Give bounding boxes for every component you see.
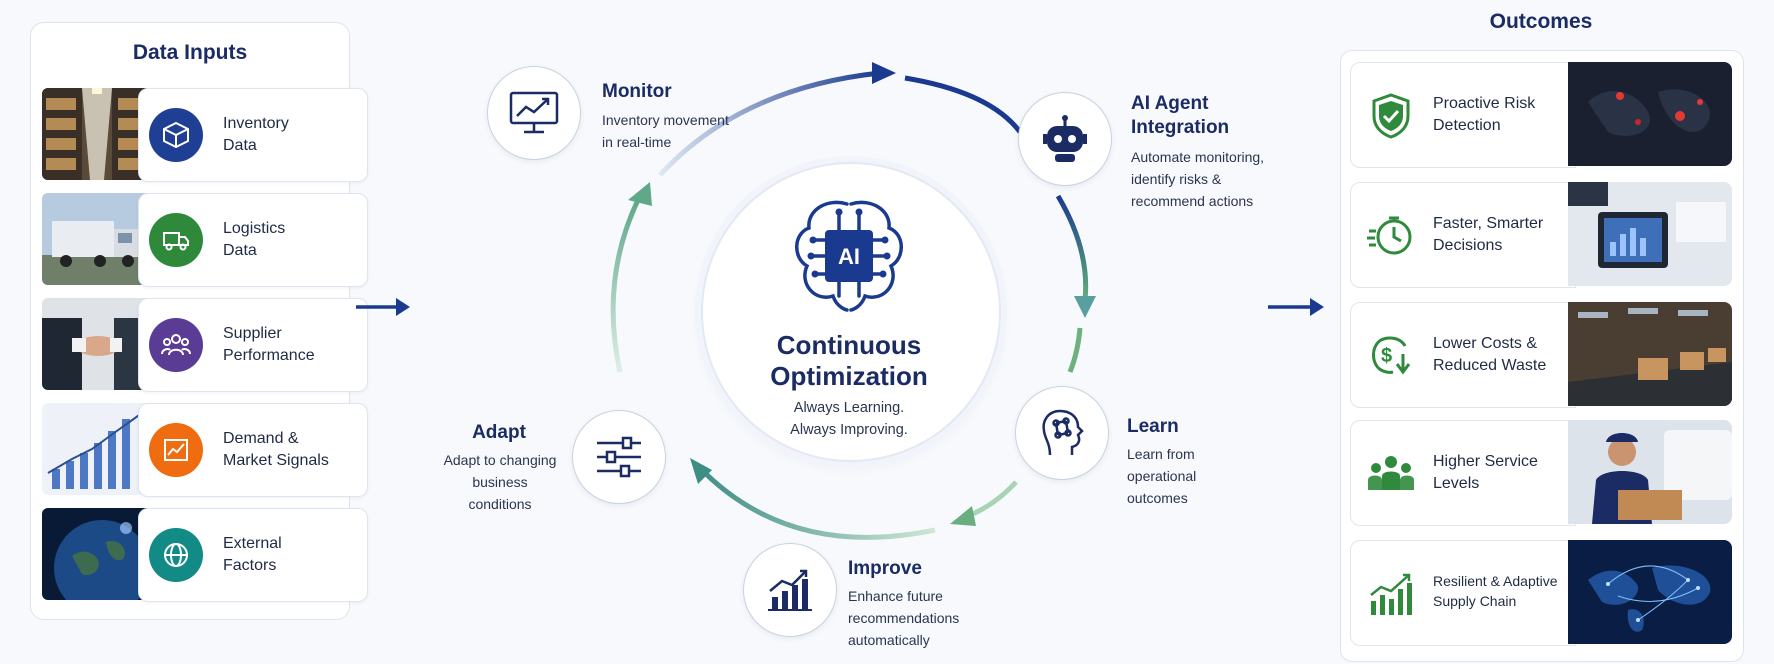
ai-badge: AI [838,244,860,269]
input-item-logistics: Logistics Data [42,193,368,287]
truck-icon [149,213,203,267]
robot-icon [1043,115,1087,162]
input-card: Inventory Data [138,88,368,182]
globe-icon [149,528,203,582]
learn-desc: Learn from operational outcomes [1127,446,1197,506]
outcome-card: Resilient & Adaptive Supply Chain [1350,540,1576,646]
svg-text:$: $ [1381,345,1392,367]
outcome-item: Higher Service Levels [1350,420,1732,526]
outcome-card: Proactive Risk Detection [1350,62,1576,168]
input-card: Supplier Performance [138,298,368,392]
chart-icon [149,423,203,477]
risk-map-photo [1568,62,1732,166]
input-label: External Factors [223,535,282,574]
flow-arrow-right [1268,298,1324,316]
box-icon [149,108,203,162]
improve-title: Improve [848,558,922,579]
outcome-label: Faster, Smarter Decisions [1433,215,1544,254]
input-item-demand: Demand & Market Signals [42,403,368,497]
outcome-item: Faster, Smarter Decisions [1350,182,1732,288]
data-inputs-title: Data Inputs [132,41,248,64]
conveyor-photo [1568,302,1732,406]
improve-node [743,543,837,637]
input-item-inventory: Inventory Data [42,88,368,182]
outcome-item: Proactive Risk Detection [1350,62,1732,168]
ai-brain-icon [795,200,903,312]
core-title: Continuous Optimization [770,330,928,391]
dollar-down-icon: $ [1365,331,1417,381]
input-item-supplier: Supplier Performance [42,298,368,392]
growth-icon [1365,569,1417,619]
truck-photo [42,193,152,285]
monitor-node [487,66,581,160]
outcome-card: Higher Service Levels [1350,420,1576,526]
delivery-worker-photo [1568,420,1732,524]
bar-chart-icon [768,569,812,611]
sliders-icon [597,436,641,478]
agent-node [1018,92,1112,186]
input-card: Logistics Data [138,193,368,287]
input-card: Demand & Market Signals [138,403,368,497]
world-network-photo [1568,540,1732,644]
earth-photo [42,508,152,600]
input-card: External Factors [138,508,368,602]
improve-desc: Enhance future recommendations automatic… [848,588,960,648]
outcome-card: $ Lower Costs & Reduced Waste [1350,302,1576,408]
outcome-card: Faster, Smarter Decisions [1350,182,1576,288]
growth-chart-photo [42,403,152,495]
outcome-label: Lower Costs & Reduced Waste [1433,335,1547,374]
agent-desc: Automate monitoring, identify risks & re… [1131,149,1265,209]
input-label: Supplier Performance [223,325,315,364]
input-label: Logistics Data [223,220,286,259]
tablet-analytics-photo [1568,182,1732,286]
monitor-title: Monitor [602,81,672,102]
input-label: Inventory Data [223,115,289,154]
outcome-item: Resilient & Adaptive Supply Chain [1350,540,1732,646]
adapt-desc: Adapt to changing business conditions [443,452,557,512]
outcome-label: Higher Service Levels [1433,453,1538,492]
outcome-label: Proactive Risk Detection [1433,95,1536,134]
monitor-chart-icon [509,91,559,134]
outcome-label: Resilient & Adaptive Supply Chain [1433,573,1558,609]
clock-speed-icon [1365,211,1417,261]
outcome-item: $ Lower Costs & Reduced Waste [1350,302,1732,408]
people-icon [149,318,203,372]
adapt-node [572,410,666,504]
input-label: Demand & Market Signals [223,430,329,469]
core-circle [701,162,1001,462]
flow-arrow-right [356,298,410,316]
agent-title: AI Agent Integration [1131,93,1230,138]
team-icon [1365,449,1417,499]
brain-head-icon [1042,409,1084,456]
outcomes-title: Outcomes [1489,10,1593,33]
shield-check-icon [1365,91,1417,141]
adapt-title: Adapt [472,422,526,443]
learn-title: Learn [1127,416,1179,437]
learn-node [1015,386,1109,480]
input-item-external: External Factors [42,508,368,602]
handshake-photo [42,298,152,390]
core-subtitle: Always Learning. Always Improving. [790,400,908,438]
monitor-desc: Inventory movement in real-time [602,112,729,150]
